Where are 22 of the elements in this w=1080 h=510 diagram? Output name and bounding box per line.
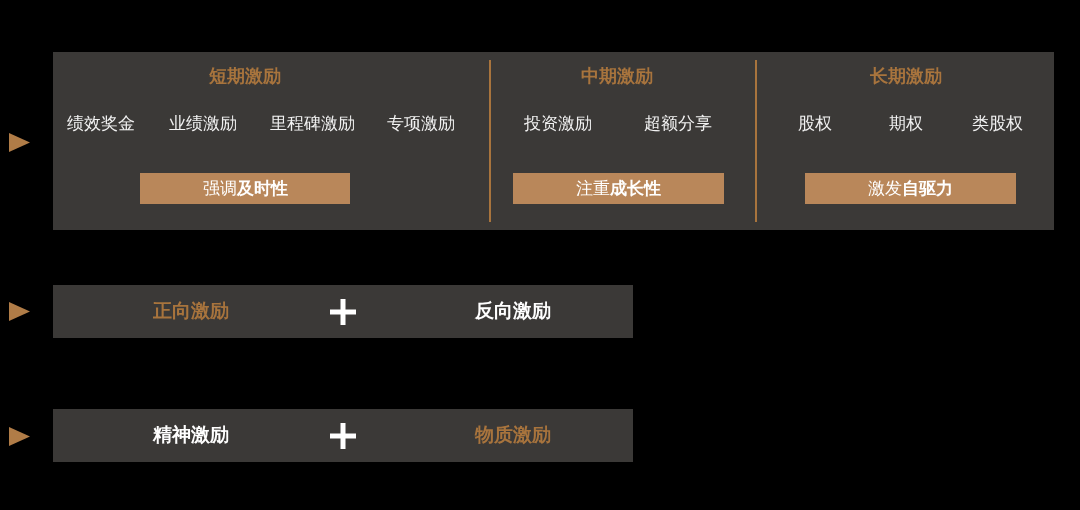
incentive-label: 物质激励 [475,424,551,446]
section-heading: 长期激励 [870,65,942,87]
section-heading: 中期激励 [581,65,653,87]
section-heading: 短期激励 [209,65,281,87]
incentive-label: 类股权 [971,114,1023,134]
incentive-label: 投资激励 [524,114,592,134]
incentive-label: 绩效奖金 [67,114,135,134]
incentive-panel [53,52,1054,230]
summary-banner: 注重成长性 [513,173,724,204]
incentive-label: 业绩激励 [169,114,237,134]
incentive-panel [53,409,633,462]
incentive-label: 超额分享 [644,114,712,134]
summary-banner: 强调及时性 [140,173,350,204]
incentive-label: 股权 [798,114,832,134]
incentive-label: 专项激励 [387,114,455,134]
incentive-label: 里程碑激励 [269,114,355,134]
incentive-label: 精神激励 [153,424,229,446]
incentive-label: 正向激励 [153,300,229,322]
incentive-panel [53,285,633,338]
incentive-label: 反向激励 [475,300,551,322]
incentive-label: 期权 [889,114,923,134]
summary-banner: 激发自驱力 [805,173,1016,204]
